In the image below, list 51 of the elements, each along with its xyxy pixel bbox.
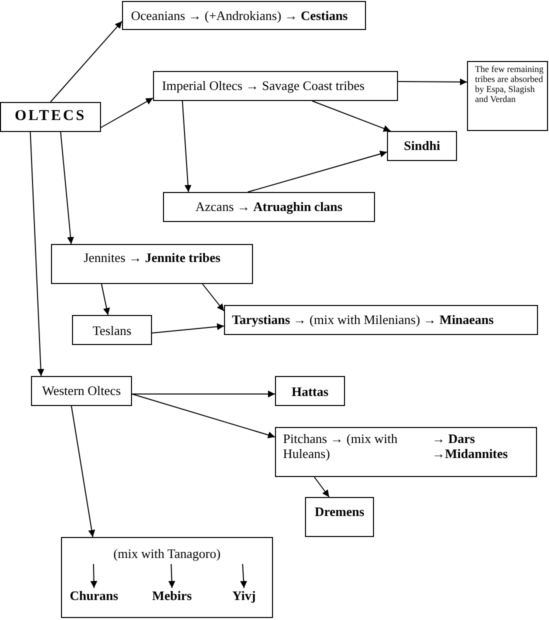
- tribe-label: Mebirs: [142, 588, 202, 606]
- arrow: [247, 150, 388, 192]
- tribe-box: [305, 497, 374, 537]
- arrow: [152, 323, 224, 334]
- tribe-label: Hattas: [290, 384, 330, 399]
- tribe-box: [153, 71, 398, 101]
- arrow: [312, 100, 391, 132]
- tribe-box: [275, 427, 537, 477]
- tribe-label: Tarystians → (mix with Milenians) → Minaeans: [232, 312, 494, 327]
- tribe-label: Western Oltecs: [41, 383, 122, 398]
- tribe-box: [0, 102, 101, 132]
- tribe-label: Imperial Oltecs → Savage Coast tribes: [162, 78, 365, 93]
- tribe-label: → Dars: [432, 431, 475, 446]
- arrow: [168, 564, 176, 588]
- arrow: [30, 132, 44, 376]
- arrow: [240, 564, 248, 588]
- tribe-box: [387, 131, 457, 161]
- tribe-label: Churans: [64, 588, 124, 606]
- tribe-box: [275, 376, 345, 406]
- tribe-label: (mix with Tanagoro): [62, 546, 272, 564]
- note-text: The few remaining tribes are absorbed by Espa, Slagish and Verdan: [475, 64, 544, 104]
- arrow: [314, 476, 330, 498]
- arrow: [60, 132, 74, 244]
- group-box: [61, 537, 273, 618]
- tribe-box: [31, 376, 132, 406]
- tribe-label: OLTECS: [14, 109, 88, 124]
- tribe-label: Teslans: [92, 323, 132, 338]
- tribe-label: Sindhi: [402, 138, 442, 153]
- tribe-label: Oceanians → (+Androkians) → Cestians: [131, 8, 348, 23]
- tribe-label: Azcans → Atruaghin clans: [194, 199, 344, 214]
- tribe-box: [163, 192, 375, 222]
- tribe-box: [72, 315, 152, 345]
- arrow: [182, 100, 192, 192]
- arrow: [132, 394, 276, 438]
- arrow: [132, 390, 276, 398]
- tribe-box: [122, 1, 366, 30]
- arrow: [101, 284, 110, 316]
- arrow: [50, 20, 122, 102]
- tribe-label: Jennites → Jennite tribes: [82, 250, 222, 265]
- arrow: [202, 284, 224, 312]
- arrow: [398, 78, 468, 86]
- tribe-label: Pitchans → (mix with Huleans): [283, 431, 398, 461]
- tribe-label: Yivj: [214, 588, 274, 606]
- tribe-label: Dremens: [314, 504, 366, 519]
- tribe-label: →Midannites: [432, 446, 508, 461]
- note-box: [467, 61, 548, 131]
- tribe-box: [224, 305, 538, 335]
- tribe-box: [51, 244, 253, 284]
- arrow: [90, 564, 98, 588]
- arrow: [70, 406, 96, 538]
- arrow: [100, 98, 154, 128]
